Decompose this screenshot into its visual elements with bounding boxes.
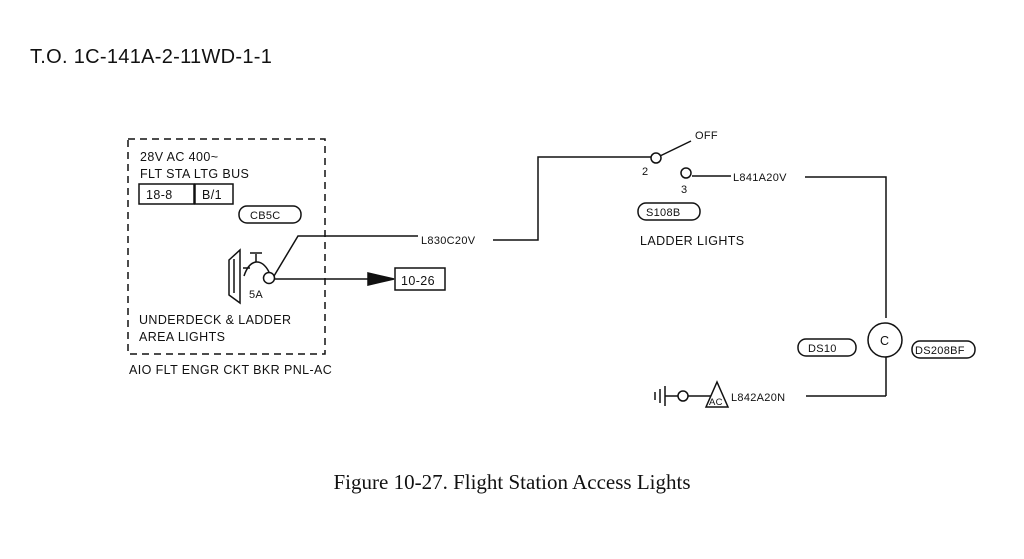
bus-ref-2: B/1: [202, 188, 222, 202]
lamp-id-oval-right: [911, 340, 976, 359]
terminal-label: 5A: [249, 289, 263, 301]
ground-icon: [654, 386, 678, 406]
switch-pin-in: 2: [642, 166, 648, 178]
ac-ground-triangle-icon: [704, 380, 730, 408]
bus-ref-box-2: [194, 183, 234, 205]
switch-id-oval: [637, 202, 701, 221]
circuit-breaker-icon: [228, 248, 276, 305]
lamp-id-oval-left: [797, 338, 857, 357]
switch-icon: [650, 140, 692, 179]
offpage-arrow-icon: [367, 272, 395, 286]
wire-feed-left: [273, 235, 418, 277]
wire-feed-right: [493, 156, 652, 241]
ground-terminal-icon: [677, 390, 689, 402]
circuit-name-line1: UNDERDECK & LADDER: [139, 313, 291, 327]
bus-voltage-label: 28V AC 400~: [140, 150, 218, 164]
wire-label-lamp-feed: L841A20V: [733, 172, 787, 184]
wire-label-ground: L842A20N: [731, 392, 785, 404]
switch-id: S108B: [646, 207, 681, 219]
switch-off-label: OFF: [695, 130, 718, 142]
offpage-ref-box: [394, 267, 446, 291]
tech-order-number: T.O. 1C-141A-2-11WD-1-1: [30, 46, 273, 68]
wire-lamp-feed-right: [805, 176, 887, 318]
lamp-symbol: C: [880, 334, 889, 348]
bus-name-label: FLT STA LTG BUS: [140, 167, 249, 181]
bus-ref-box-1: [138, 183, 195, 205]
figure-caption: Figure 10-27. Flight Station Access Ligh…: [333, 470, 691, 494]
switch-name: LADDER LIGHTS: [640, 234, 745, 248]
lamp-id-left: DS10: [808, 343, 837, 355]
breaker-id-oval: [238, 205, 302, 224]
breaker-id: CB5C: [250, 210, 281, 222]
offpage-ref: 10-26: [401, 274, 435, 288]
circuit-breaker-panel-outline: [127, 138, 326, 355]
ac-ground-label: AC: [709, 397, 723, 408]
switch-pin-out: 3: [681, 184, 687, 196]
wire-label-feed: L830C20V: [421, 235, 476, 247]
lamp-id-right: DS208BF: [915, 345, 965, 357]
circuit-name-line2: AREA LIGHTS: [139, 330, 225, 344]
panel-name: AIO FLT ENGR CKT BKR PNL-AC: [129, 363, 332, 377]
lamp-icon: [867, 322, 903, 358]
bus-ref-1: 18-8: [146, 188, 173, 202]
